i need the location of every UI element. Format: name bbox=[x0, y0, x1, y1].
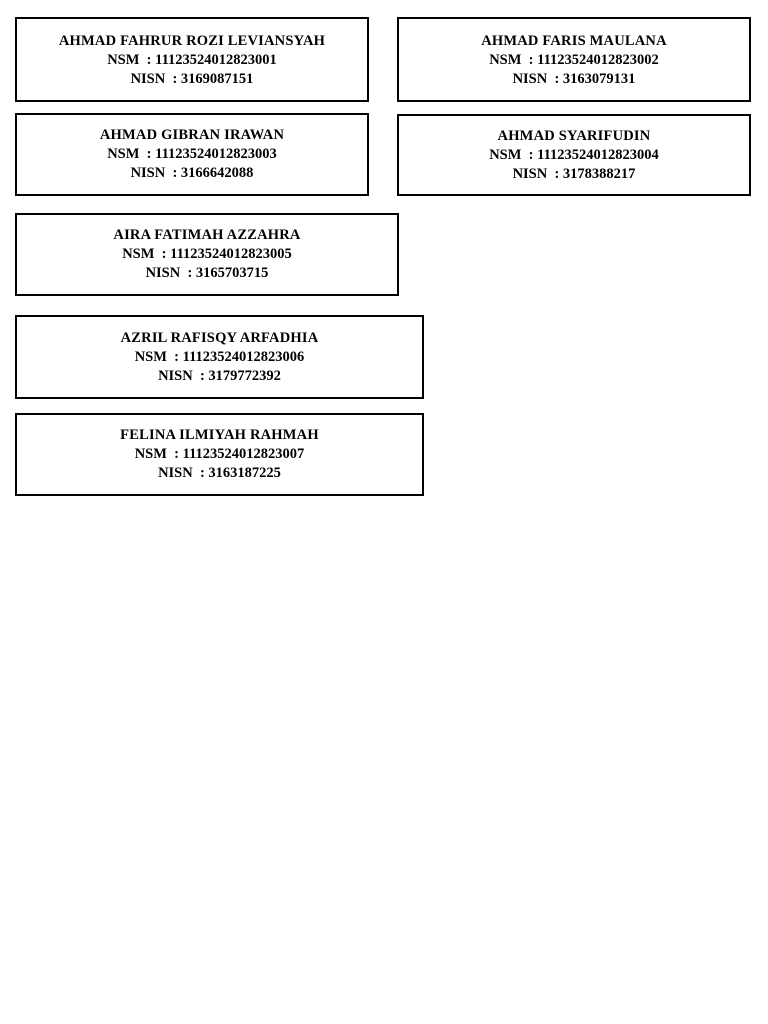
student-nsm: NSM : 11123524012823001 bbox=[107, 52, 277, 68]
student-name: AHMAD FAHRUR ROZI LEVIANSYAH bbox=[58, 33, 326, 49]
student-nisn: NISN : 3179772392 bbox=[158, 367, 281, 384]
student-card: AHMAD FARIS MAULANA NSM : 11123524012823… bbox=[397, 17, 751, 102]
student-name: AHMAD GIBRAN IRAWAN bbox=[99, 127, 285, 143]
student-nisn: NISN : 3163187225 bbox=[158, 465, 281, 481]
student-nisn: NISN : 3178388217 bbox=[512, 165, 636, 182]
student-nisn: NISN : 3169087151 bbox=[130, 71, 254, 87]
student-nisn: NISN : 3163079131 bbox=[512, 71, 636, 87]
student-card: AHMAD FAHRUR ROZI LEVIANSYAH NSM : 11123… bbox=[15, 17, 369, 102]
student-card: AHMAD SYARIFUDIN NSM : 11123524012823004… bbox=[397, 114, 751, 196]
student-nsm: NSM : 11123524012823003 bbox=[107, 146, 277, 162]
student-name: AZRIL RAFISQY ARFADHIA bbox=[120, 329, 319, 346]
student-nisn: NISN : 3165703715 bbox=[145, 265, 269, 281]
student-card: AIRA FATIMAH AZZAHRA NSM : 1112352401282… bbox=[15, 213, 399, 296]
student-card: AHMAD GIBRAN IRAWAN NSM : 11123524012823… bbox=[15, 113, 369, 196]
student-nsm: NSM : 11123524012823004 bbox=[489, 146, 659, 163]
student-nsm: NSM : 11123524012823002 bbox=[489, 52, 659, 68]
student-card: AZRIL RAFISQY ARFADHIA NSM : 11123524012… bbox=[15, 315, 424, 399]
student-name: AHMAD FARIS MAULANA bbox=[481, 33, 667, 49]
student-name: FELINA ILMIYAH RAHMAH bbox=[120, 427, 319, 443]
student-nisn: NISN : 3166642088 bbox=[130, 165, 254, 181]
student-name: AIRA FATIMAH AZZAHRA bbox=[113, 227, 301, 243]
student-card: FELINA ILMIYAH RAHMAH NSM : 111235240128… bbox=[15, 413, 424, 496]
student-nsm: NSM : 11123524012823007 bbox=[134, 446, 305, 462]
student-nsm: NSM : 11123524012823005 bbox=[122, 246, 292, 262]
student-nsm: NSM : 11123524012823006 bbox=[134, 348, 305, 365]
student-name: AHMAD SYARIFUDIN bbox=[497, 127, 651, 144]
